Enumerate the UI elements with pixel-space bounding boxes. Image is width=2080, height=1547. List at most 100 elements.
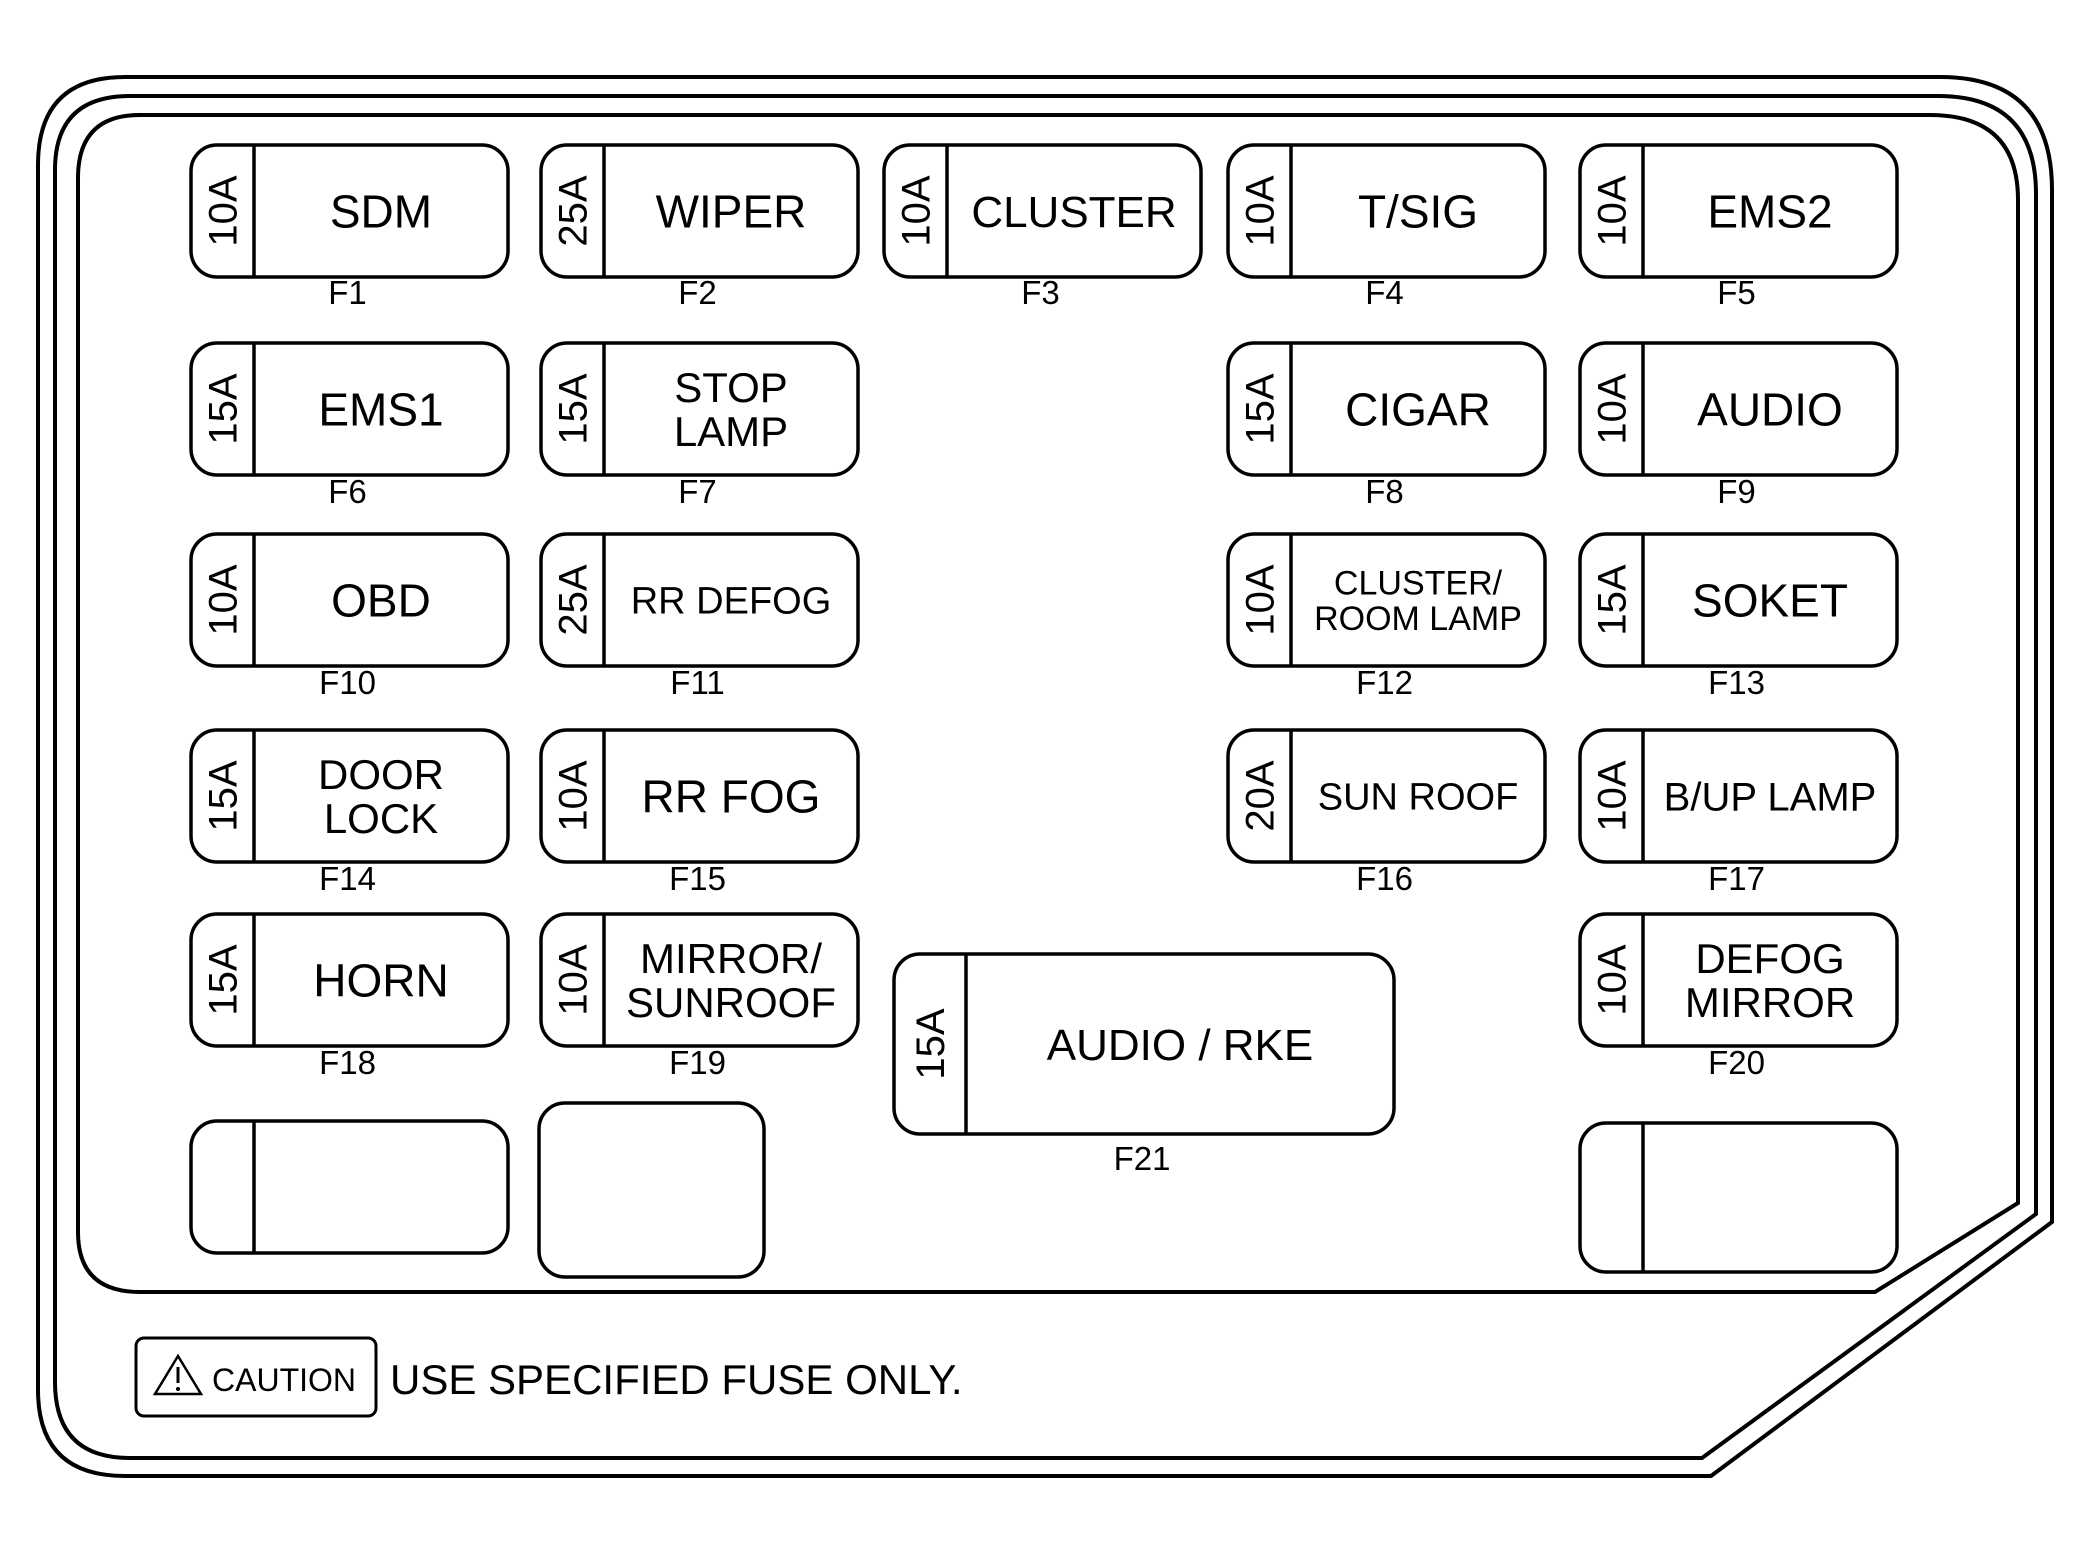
fuse-name-line: OBD [331,575,431,627]
fuse-id-label: F12 [1356,664,1413,701]
fuse-name-line: SDM [330,186,432,238]
fuse-name-line: CLUSTER/ [1334,564,1503,602]
fuse-id-label: F13 [1708,664,1765,701]
fuse-id-label: F19 [669,1044,726,1081]
fuse-id-label: F21 [1114,1140,1171,1177]
fuse-body [189,341,510,477]
fuse-name-line: B/UP LAMP [1664,775,1877,819]
fuse-name-line: EMS2 [1707,186,1832,238]
spare-fuse-slot [537,1101,766,1279]
fuse-name-line: HORN [313,955,448,1007]
fuse-amperage: 10A [895,175,939,246]
fuse-id-label: F17 [1708,860,1765,897]
fuse-name-line: MIRROR [1685,979,1855,1026]
fuse-amperage: 10A [202,175,246,246]
fuse-amperage: 15A [1239,373,1283,444]
caution-message: USE SPECIFIED FUSE ONLY. [390,1356,963,1403]
fuse-body [189,532,510,668]
fuse-f19: 10A MIRROR/SUNROOF F19 [539,912,860,1081]
fuse-name-line: RR DEFOG [631,581,832,623]
fuse-amperage: 10A [1591,175,1635,246]
fuse-f1: 10A SDM F1 [189,143,510,311]
fuse-body [189,143,510,279]
fuse-id-label: F14 [319,860,376,897]
fuse-name-line: SUNROOF [626,979,836,1026]
fuse-name-line: T/SIG [1358,186,1478,238]
fuse-id-label: F8 [1365,473,1404,510]
fuse-name-line: LOCK [324,795,438,842]
fuse-id-label: F5 [1717,274,1756,311]
fuse-id-label: F3 [1021,274,1060,311]
fuse-body [882,143,1203,279]
fuse-amperage: 15A [202,760,246,831]
fuse-body [539,532,860,668]
fuse-id-label: F20 [1708,1044,1765,1081]
fuse-amperage: 15A [202,944,246,1015]
fuse-name-line: SOKET [1692,575,1848,627]
fuse-name-line: ROOM LAMP [1314,600,1522,638]
fuse-id-label: F1 [328,274,367,311]
fuse-name-line: AUDIO / RKE [1047,1021,1314,1070]
fuse-amperage: 10A [1591,944,1635,1015]
fuse-amperage: 25A [552,175,596,246]
fuse-amperage: 15A [909,1008,953,1079]
fuse-amperage: 15A [202,373,246,444]
fuse-amperage: 10A [1239,175,1283,246]
spare-fuse-slots [189,1101,1899,1279]
warning-triangle-icon [152,1353,204,1396]
fuse-amperage: 10A [552,944,596,1015]
fuse-amperage: 10A [1239,564,1283,635]
fuse-name-line: AUDIO [1697,384,1843,436]
fuse-name-line: STOP [674,364,788,411]
fuse-id-label: F6 [328,473,367,510]
fuse-id-label: F2 [678,274,717,311]
spare-fuse-slot [1578,1121,1899,1274]
fuse-f21: 15A AUDIO / RKE F21 [892,952,1396,1177]
fuse-body [1578,341,1899,477]
fuse-body [1226,532,1547,668]
fuse-id-label: F15 [669,860,726,897]
fuse-f12: 10A CLUSTER/ROOM LAMP F12 [1226,532,1547,701]
fuse-body [892,952,1396,1136]
caution-notice: CAUTION USE SPECIFIED FUSE ONLY. [134,1336,963,1418]
fuse-body [539,143,860,279]
fuse-id-label: F11 [670,664,724,701]
fuse-body [189,728,510,864]
fuse-amperage: 10A [1591,373,1635,444]
fuse-f10: 10A OBD F10 [189,532,510,701]
fuse-f18: 15A HORN F18 [189,912,510,1081]
fuse-name-line: EMS1 [318,384,443,436]
fuse-body [1226,728,1547,864]
fuse-amperage: 20A [1239,760,1283,831]
fuse-name-line: CLUSTER [971,188,1176,237]
caution-badge-label: CAUTION [212,1362,356,1398]
fuse-body [1578,532,1899,668]
warning-exclamation-dot-icon [176,1387,180,1391]
fuse-id-label: F10 [319,664,376,701]
fuse-body [189,912,510,1048]
fuse-amperage: 10A [1591,760,1635,831]
spare-fuse-slot [189,1119,510,1255]
fuse-id-label: F16 [1356,860,1413,897]
fuse-amperage: 10A [202,564,246,635]
fuse-id-label: F7 [678,473,717,510]
fuse-body [539,728,860,864]
fuse-f17: 10A B/UP LAMP F17 [1578,728,1899,897]
fuse-name-line: MIRROR/ [640,935,822,982]
fuse-name-line: RR FOG [642,771,821,823]
fuse-id-label: F18 [319,1044,376,1081]
fuse-body [539,341,860,477]
